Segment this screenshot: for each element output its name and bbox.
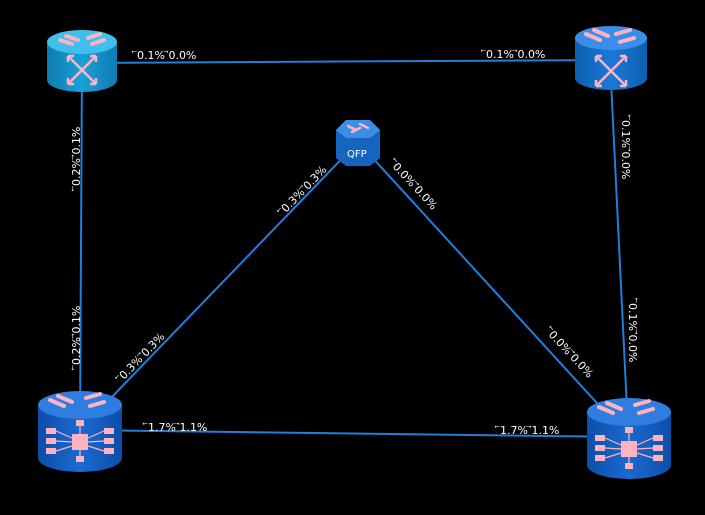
link-qfp-br-label-a: ⃖0.0% ⃗0.0% — [386, 156, 440, 213]
switch-icon — [575, 26, 647, 90]
link-left-label-b: ⃖0.2% ⃗0.1% — [70, 306, 83, 371]
router-bottom-right[interactable] — [587, 398, 671, 479]
switch-top-right[interactable] — [575, 26, 647, 90]
link-qfp-bl[interactable] — [79, 141, 359, 431]
links — [79, 59, 629, 438]
router-bottom-left[interactable] — [38, 391, 122, 472]
link-qfp-br[interactable] — [357, 141, 629, 438]
link-labels: ⃖0.1% ⃗0.0% ⃖0.1% ⃗0.0% ⃖0.2% ⃗0.1% ⃖0.2… — [70, 48, 639, 437]
link-bottom-label-a: ⃖1.7% ⃗1.1% — [142, 421, 207, 434]
switch-top-left[interactable] — [47, 30, 117, 92]
qfp-label: QFP — [347, 149, 367, 160]
link-right-label-b: ⃖0.1% ⃗0.0% — [626, 297, 639, 362]
router-icon — [587, 398, 671, 479]
link-bottom[interactable] — [79, 429, 629, 438]
qfp-node[interactable]: QFP — [336, 120, 380, 166]
link-top-label-a: ⃖0.1% ⃗0.0% — [131, 49, 196, 62]
link-left[interactable] — [79, 62, 83, 431]
link-top[interactable] — [81, 59, 611, 64]
link-bottom-label-b: ⃖1.7% ⃗1.1% — [494, 424, 559, 437]
link-top-label-b: ⃖0.1% ⃗0.0% — [480, 48, 545, 61]
link-right-label-a: ⃖0.1% ⃗0.0% — [619, 114, 632, 179]
link-right[interactable] — [609, 59, 629, 431]
router-icon — [38, 391, 122, 472]
link-qfp-bl-label-a: ⃖0.3% ⃗0.3% — [275, 163, 330, 219]
link-left-label-a: ⃖0.2% ⃗0.1% — [70, 127, 83, 192]
qfp-icon — [336, 120, 380, 166]
link-qfp-bl-label-b: ⃖0.3% ⃗0.3% — [113, 330, 168, 386]
switch-icon — [47, 30, 117, 92]
